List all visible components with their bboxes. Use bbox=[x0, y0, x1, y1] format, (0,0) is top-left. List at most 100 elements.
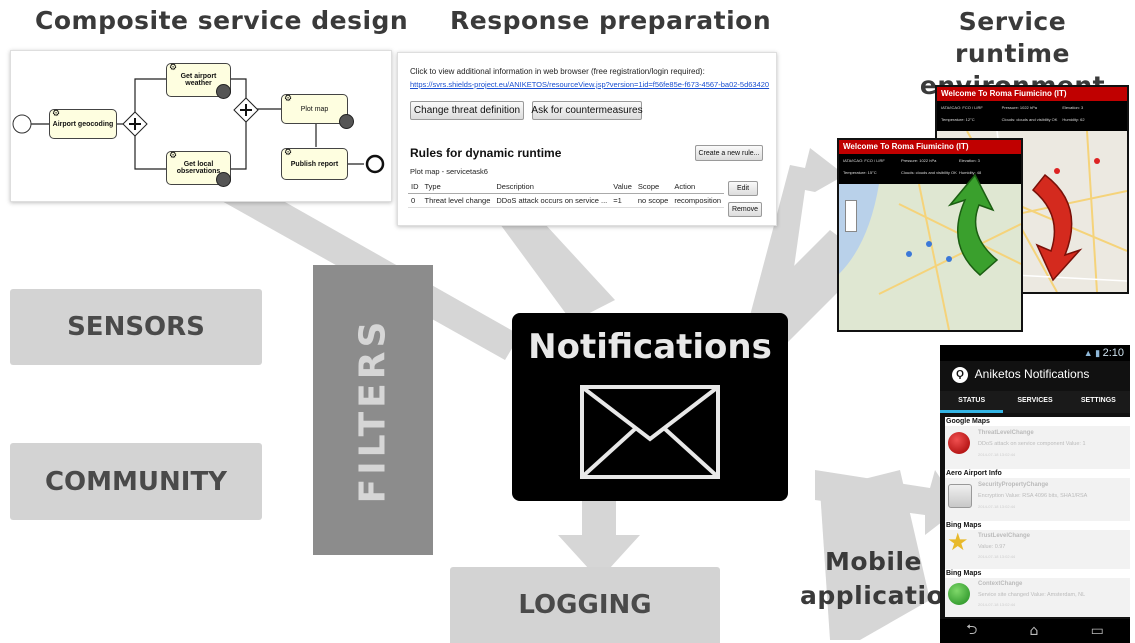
list-item[interactable]: Google Maps ThreatLevelChange DDoS attac… bbox=[945, 417, 1130, 468]
gear-icon: ⚙ bbox=[169, 63, 178, 73]
notif-title: SecurityPropertyChange bbox=[978, 482, 1049, 488]
gear-icon: ⚙ bbox=[284, 148, 293, 158]
back-icon[interactable]: ⮌ bbox=[966, 622, 978, 638]
col-type: Type bbox=[421, 180, 494, 194]
info-text: Click to view additional information in … bbox=[410, 67, 705, 76]
section-header: Bing Maps bbox=[945, 521, 1130, 530]
security-badge-icon bbox=[216, 84, 231, 99]
app-logo-icon: Ϙ bbox=[952, 366, 968, 383]
mobile-phone: ▲ ▮ 2:10 Ϙ Aniketos Notifications STATUS… bbox=[940, 345, 1130, 643]
notif-title: TrustLevelChange bbox=[978, 533, 1031, 539]
front-airport: Roma Fiumicino (IT) bbox=[891, 142, 969, 151]
change-threat-definition-button[interactable]: Change threat definition bbox=[410, 101, 524, 120]
logging-box: LOGGING bbox=[450, 567, 720, 643]
back-info: Temperature: 12°C bbox=[941, 116, 975, 122]
front-info: Pressure: 1022 hPa bbox=[901, 158, 937, 163]
home-icon[interactable]: ⌂ bbox=[1029, 623, 1039, 639]
filters-label: FILTERS bbox=[352, 317, 394, 503]
security-badge-icon bbox=[216, 172, 231, 187]
app-title: Aniketos Notifications bbox=[974, 367, 1090, 381]
front-info: IATA/ICAO: FCO / LIRF bbox=[843, 158, 885, 163]
notifications-label: Notifications bbox=[528, 327, 772, 367]
envelope-icon bbox=[580, 385, 720, 479]
back-info: Humidity: 62 bbox=[1062, 116, 1085, 122]
rules-table: ID Type Description Value Scope Action 0… bbox=[408, 180, 725, 208]
arrow-to-logging bbox=[558, 500, 640, 580]
notification-list: Google Maps ThreatLevelChange DDoS attac… bbox=[945, 417, 1130, 617]
front-welcome: Welcome To bbox=[843, 142, 890, 151]
heading-mobile-line1: Mobile bbox=[824, 547, 922, 576]
nav-bar: ⮌ ⌂ ▭ bbox=[940, 619, 1130, 643]
cell-scope: no scope bbox=[634, 193, 672, 208]
rules-table-header-row: ID Type Description Value Scope Action bbox=[408, 180, 725, 194]
front-info: Humidity: 48 bbox=[959, 169, 982, 175]
notif-desc: Value: 0.97 bbox=[978, 544, 1006, 550]
notif-date: 2014-07-18 13:02:44 bbox=[978, 504, 1016, 509]
section-header: Aero Airport Info bbox=[945, 469, 1130, 478]
cell-id: 0 bbox=[408, 193, 422, 208]
app-title-bar: Ϙ Aniketos Notifications bbox=[940, 361, 1130, 387]
lock-icon bbox=[948, 484, 972, 508]
back-info: Pressure: 1022 hPa bbox=[1001, 105, 1038, 110]
heading-composite-service-design: Composite service design bbox=[35, 6, 409, 35]
sensors-box: SENSORS bbox=[10, 289, 262, 365]
rules-subtitle: Plot map - servicetask6 bbox=[410, 167, 488, 176]
star-icon: ★ bbox=[947, 529, 969, 556]
security-badge-icon bbox=[339, 114, 354, 129]
tab-settings[interactable]: SETTINGS bbox=[1080, 397, 1116, 404]
table-row[interactable]: 0 Threat level change DDoS attack occurs… bbox=[408, 193, 725, 208]
status-bar: ▲ ▮ 2:10 bbox=[940, 345, 1130, 361]
cell-value: =1 bbox=[610, 193, 635, 208]
list-item[interactable]: Bing Maps ContextChange Service site cha… bbox=[945, 569, 1130, 617]
section-header: Bing Maps bbox=[945, 569, 1130, 578]
back-info: IATA/ICAO: FCO / LIRF bbox=[941, 105, 983, 110]
resource-link[interactable]: https://svrs.shields-project.eu/ANIKETOS… bbox=[410, 80, 770, 89]
notif-date: 2014-07-18 13:02:44 bbox=[978, 452, 1016, 457]
heading-mobile-line2: application bbox=[800, 581, 963, 610]
heading-service-runtime-line1: Service runtime bbox=[955, 7, 1070, 68]
notif-title: ThreatLevelChange bbox=[978, 430, 1034, 436]
status-time: 2:10 bbox=[1102, 347, 1124, 359]
notif-title: ContextChange bbox=[978, 581, 1023, 587]
cell-action: recomposition bbox=[671, 193, 725, 208]
community-box: COMMUNITY bbox=[10, 443, 262, 520]
list-item[interactable]: Aero Airport Info SecurityPropertyChange… bbox=[945, 469, 1130, 520]
globe-icon bbox=[948, 583, 970, 605]
front-info: Elevation: 3 bbox=[959, 158, 980, 163]
ask-for-countermeasures-button[interactable]: Ask for countermeasures bbox=[531, 101, 643, 120]
gear-icon: ⚙ bbox=[169, 151, 178, 161]
bpmn-diagram-panel: Airport geocoding Get airport weather Ge… bbox=[10, 50, 392, 202]
notifications-box: Notifications bbox=[512, 313, 788, 501]
map-zoom-control[interactable] bbox=[845, 200, 857, 232]
back-airport: Roma Fiumicino (IT) bbox=[989, 89, 1067, 98]
rules-title: Rules for dynamic runtime bbox=[410, 146, 562, 160]
tab-status[interactable]: STATUS bbox=[940, 391, 1004, 413]
notif-desc: Service site changed Value: Amsterdam, N… bbox=[978, 592, 1086, 598]
notif-date: 2014-07-18 13:02:44 bbox=[978, 554, 1016, 559]
bpmn-connectors bbox=[12, 78, 385, 174]
notif-date: 2014-07-18 13:02:44 bbox=[978, 602, 1016, 607]
signal-icon: ▲ ▮ bbox=[1083, 348, 1103, 358]
recent-apps-icon[interactable]: ▭ bbox=[1090, 623, 1104, 639]
remove-button[interactable]: Remove bbox=[728, 202, 762, 217]
cell-description: DDoS attack occurs on service ... bbox=[493, 193, 611, 208]
task-publish-report: Publish report bbox=[281, 148, 348, 180]
filters-box: FILTERS bbox=[313, 265, 433, 555]
back-info: Elevation: 3 bbox=[1062, 105, 1084, 110]
tab-bar: STATUS SERVICES SETTINGS bbox=[940, 391, 1130, 413]
task-airport-geocoding: Airport geocoding bbox=[49, 109, 117, 139]
heading-mobile-application: Mobile application bbox=[800, 545, 963, 613]
response-preparation-panel: Click to view additional information in … bbox=[397, 52, 777, 226]
create-new-rule-button[interactable]: Create a new rule... bbox=[695, 145, 763, 161]
col-value: Value bbox=[610, 180, 635, 194]
stop-icon bbox=[948, 432, 970, 454]
heading-response-preparation: Response preparation bbox=[450, 6, 772, 35]
gear-icon: ⚙ bbox=[284, 94, 293, 104]
tab-services[interactable]: SERVICES bbox=[1017, 397, 1053, 404]
list-item[interactable]: Bing Maps ★ TrustLevelChange Value: 0.97… bbox=[945, 521, 1130, 568]
front-info: Temperature: 15°C bbox=[843, 169, 877, 175]
section-header: Google Maps bbox=[945, 417, 1130, 426]
edit-button[interactable]: Edit bbox=[728, 181, 758, 196]
col-description: Description bbox=[493, 180, 611, 194]
back-welcome: Welcome To bbox=[941, 89, 988, 98]
